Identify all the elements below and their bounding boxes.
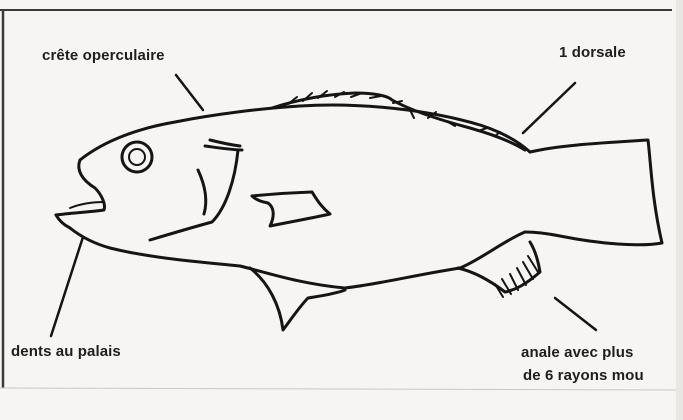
label-crete-operculaire: crête operculaire <box>42 47 165 64</box>
jaw-line <box>70 202 104 208</box>
preoperculum <box>150 150 238 240</box>
pectoral-fin <box>252 192 330 226</box>
pelvic-fin <box>250 268 345 330</box>
label-anale-line1: anale avec plus <box>521 344 633 361</box>
dents-leader-line <box>51 237 83 336</box>
head-upper-jaw <box>56 160 105 215</box>
anale-leader-line <box>555 298 596 330</box>
dorsale-leader-line <box>523 83 575 133</box>
label-dorsale: 1 dorsale <box>559 44 626 61</box>
dorsal-fin-spines <box>288 91 500 136</box>
cheek-line <box>198 170 206 214</box>
operculum-crest <box>210 140 240 146</box>
eye <box>122 142 152 172</box>
head-lower-jaw <box>56 215 70 228</box>
fish-belly-outline <box>70 228 525 288</box>
fish-back-outline <box>80 105 530 160</box>
label-anale-line2: de 6 rayons mou <box>523 367 644 384</box>
crete-leader-line <box>176 75 203 110</box>
label-dents-au-palais: dents au palais <box>11 343 121 360</box>
anal-fin <box>458 242 540 292</box>
caudal-fin <box>525 140 662 245</box>
